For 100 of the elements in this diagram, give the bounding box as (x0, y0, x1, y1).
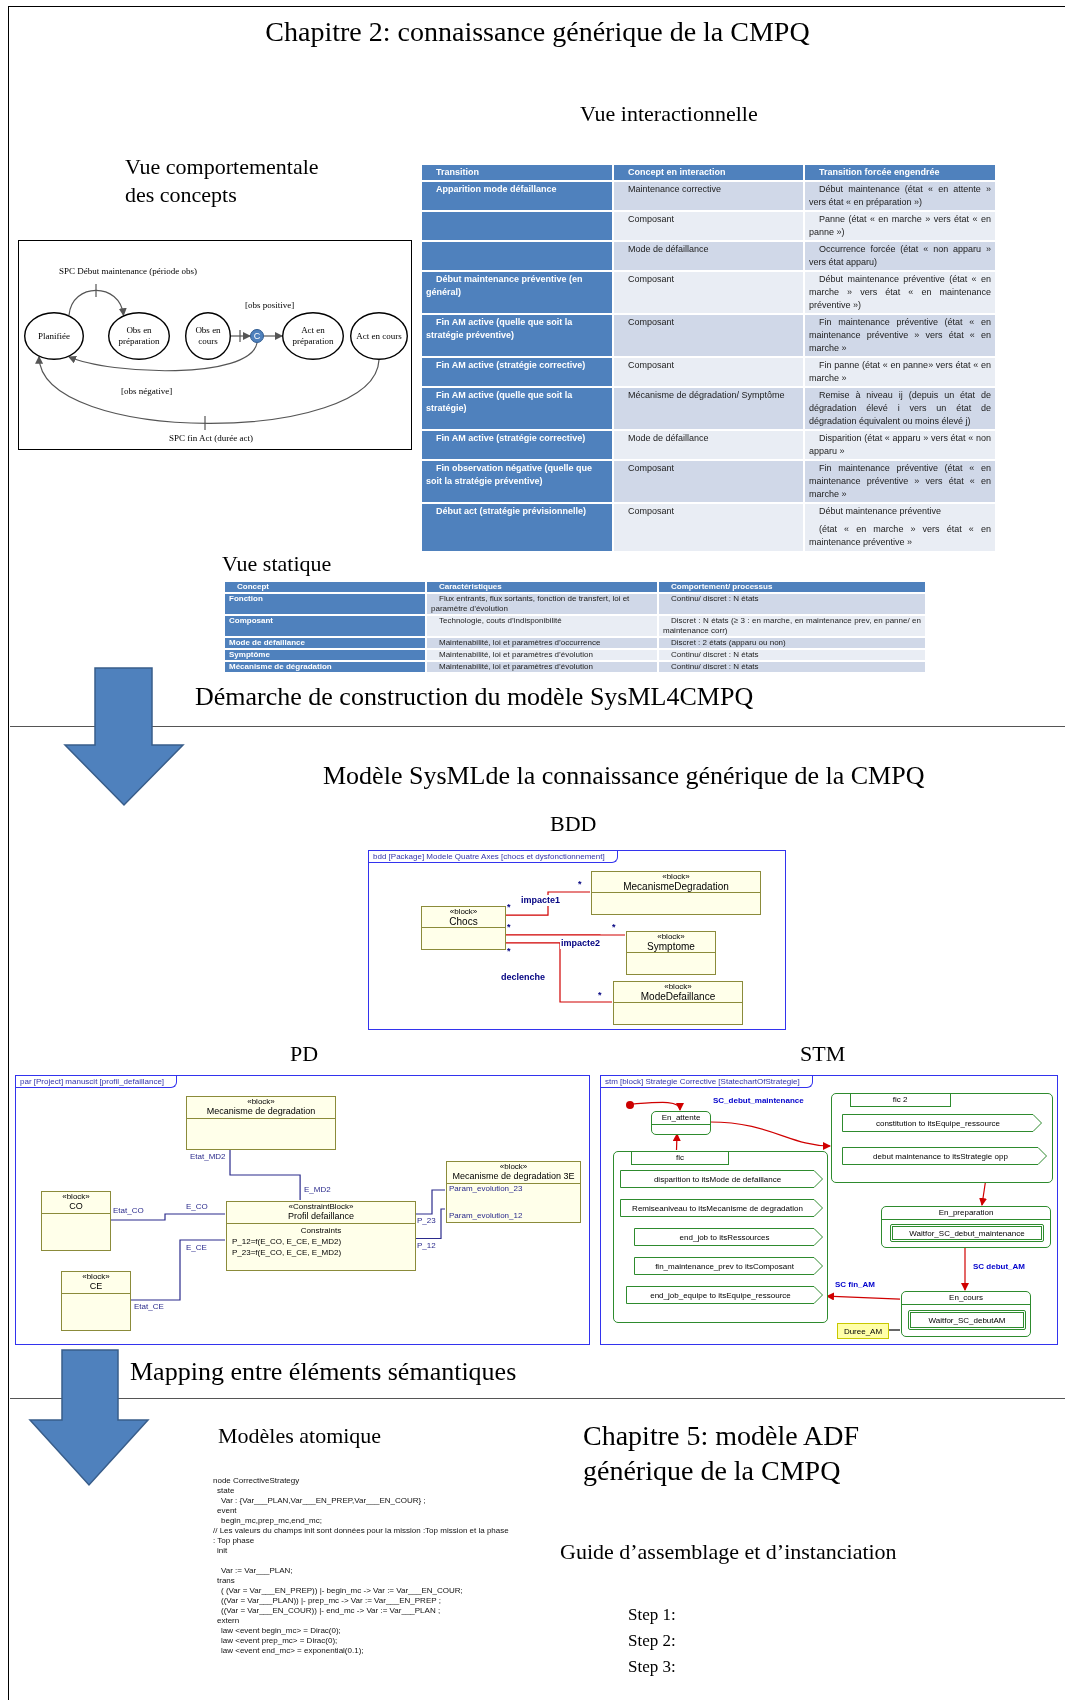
table-cell: Composant (225, 616, 425, 636)
block-box (41, 1191, 111, 1251)
connector-line (129, 1239, 226, 1301)
state-box (881, 1206, 1051, 1248)
arrow (68, 342, 258, 372)
block-box (446, 1161, 581, 1223)
table-cell: Fin observation négative (quelle que soit la stratégie préventive) (422, 461, 612, 502)
constraint-block (226, 1201, 416, 1271)
state-name: Obs en préparation (117, 325, 161, 347)
state-name: fic 2 (849, 1094, 951, 1107)
block-name: Mecanisme de degradation 3E (452, 1171, 575, 1182)
edge-label: [obs négative] (120, 386, 174, 397)
block-box (421, 906, 506, 950)
section-heading: Vue interactionnelle (580, 100, 758, 128)
connector-line (414, 1208, 446, 1240)
port-label: Param_evolution_12 (449, 1211, 523, 1221)
table-cell: Continu/ discret : N états (659, 594, 925, 614)
table-cell: Mécanisme de dégradation/ Symptôme (614, 388, 803, 429)
table-cell: Composant (614, 212, 803, 240)
edge-label: SC fin_AM (834, 1280, 876, 1290)
arrow (37, 355, 380, 424)
block-box (186, 1096, 336, 1150)
stereotype-label: «block» (664, 982, 692, 991)
code-line: event (216, 1506, 238, 1516)
table-cell: Début maintenance préventive (état « en marche » vers état « en maintenance préventive ») (805, 272, 995, 313)
table-cell: Composant (614, 461, 803, 502)
table-cell: Fin panne (état « en panne» vers état « en marche » (805, 358, 995, 386)
header-cell: Transition (422, 165, 612, 180)
header-cell: Concept (225, 582, 425, 592)
block-name: MecanismeDegradation (623, 881, 729, 892)
send-action (634, 1228, 823, 1246)
edge-label: impacte1 (520, 895, 562, 906)
connector-line (229, 1148, 301, 1201)
state-ellipse (108, 312, 170, 360)
code-line: ( (Var = Var___EN_PREP)) |- begin_mc -> Var := Var___EN_COUR; (220, 1586, 464, 1596)
arrow (230, 332, 251, 340)
port-label: Etat_CE (134, 1302, 164, 1312)
table-cell: Flux entrants, flux sortants, fonction de transfert, loi et paramètre d’évolution (427, 594, 657, 614)
section-heading: Mapping entre éléments sémantiques (130, 1356, 517, 1388)
header-cell: Concept en interaction (614, 165, 803, 180)
table-cell: Fin AM active (quelle que soit la stratégie préventive) (422, 315, 612, 356)
port-label: E_CO (186, 1202, 208, 1212)
code-line: trans (216, 1576, 236, 1586)
table-cell: Composant (614, 272, 803, 313)
port-label: Etat_CO (113, 1206, 144, 1216)
connector-line (504, 891, 591, 916)
note-box (837, 1323, 889, 1339)
section-heading: Vue statique (222, 550, 332, 578)
code-line: node CorrectiveStrategy (213, 1476, 301, 1486)
stereotype-label: «block» (247, 1097, 275, 1106)
table-cell: Fonction (225, 594, 425, 614)
block-box (613, 981, 743, 1025)
arrow (263, 332, 283, 340)
frame-label: par [Project] manuscit [profil_defaillance] (16, 1076, 178, 1088)
table-cell: Fin AM active (stratégie corrective) (422, 431, 612, 459)
cell-text: Début maintenance préventive (818, 505, 943, 518)
header-cell: Caractéristiques (427, 582, 657, 592)
port-label: P_12 (417, 1241, 436, 1251)
header-cell: Transition forcée engendrée (805, 165, 995, 180)
state-box (651, 1111, 711, 1135)
table-cell: Fin AM active (stratégie corrective) (422, 358, 612, 386)
stereotype-label: «block» (657, 932, 685, 941)
table-cell: Discret : 2 états (apparu ou non) (659, 638, 925, 648)
table-cell: Composant (614, 358, 803, 386)
compartment-title: Constraints (300, 1225, 342, 1236)
arrow (632, 1101, 683, 1111)
multiplicity-label: * (578, 879, 582, 891)
send-action (620, 1170, 823, 1188)
port-label: Param_evolution_23 (449, 1184, 523, 1194)
code-line: state (216, 1486, 236, 1496)
code-line: law <event prep_mc> = Dirac(0); (220, 1636, 339, 1646)
table-cell: Occurrence forcée (état « non apparu » vers état apparu) (805, 242, 995, 270)
section-heading: STM (800, 1040, 846, 1068)
block-name: ModeDefaillance (640, 991, 716, 1002)
choice-label: C (253, 331, 261, 341)
composite-state (831, 1093, 1053, 1183)
code-line: Var := Var___PLAN; (220, 1566, 294, 1576)
table-cell: Remise à niveau ij (depuis un état de dégradation élevé i vers un état de dégradation équivalent ou moins élevé j) (805, 388, 995, 429)
edge-label: SC_debut_maintenance (712, 1096, 805, 1106)
table-cell: Maintenabilité, loi et paramètres d’occurrence (427, 638, 657, 648)
action-text: fin_maintenance_prev to itsComposant (655, 1261, 794, 1271)
code-line: Var : {Var___PLAN,Var___EN_PREP,Var___EN_COUR} ; (220, 1496, 427, 1506)
section-heading: Démarche de construction du modèle SysML4CMPQ (195, 681, 754, 713)
action-text: debut maintenance to itsStrategie opp (873, 1151, 1008, 1161)
stereotype-label: «block» (62, 1192, 90, 1201)
state-box (901, 1291, 1031, 1337)
port-label: P_23 (417, 1216, 436, 1226)
state-ellipse (350, 312, 408, 360)
code-line: law <event end_mc> = exponential(0.1); (220, 1646, 365, 1656)
block-name: CE (89, 1281, 103, 1292)
edge-label: declenche (500, 972, 547, 983)
diagram-frame (368, 850, 786, 1030)
table-cell: Mode de défaillance (614, 242, 803, 270)
multiplicity-label: * (612, 922, 616, 934)
block-name: Profil defaillance (287, 1211, 354, 1222)
edge-label: [obs positive] (244, 300, 296, 311)
table-cell: Composant (614, 504, 803, 551)
section-heading: Modèle SysMLde la connaissance générique de la CMPQ (323, 760, 925, 792)
table-cell: Composant (614, 315, 803, 356)
state-name: En_cours (902, 1292, 1030, 1305)
